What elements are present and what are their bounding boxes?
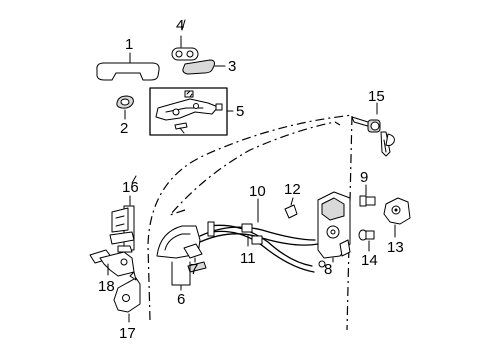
- callout-1: 1: [125, 36, 133, 53]
- callout-16: 16: [122, 179, 139, 196]
- callout-15: 15: [368, 88, 385, 105]
- part-door-hinge-lower: [113, 271, 141, 323]
- part-lock-cylinder-keys: [351, 102, 395, 157]
- callout-17: 17: [119, 325, 136, 342]
- part-cable-clip: [284, 197, 298, 219]
- part-handle-pad: [182, 59, 226, 75]
- callout-7: 7: [190, 261, 198, 278]
- part-handle-cap: [116, 95, 134, 120]
- callout-14: 14: [361, 252, 378, 269]
- callout-13: 13: [387, 239, 404, 256]
- callout-8: 8: [324, 261, 332, 278]
- callout-18: 18: [98, 278, 115, 295]
- callout-labels: 1 2 3 4 5 6 7 8 9 10 11 12 13 14 15 16 1…: [98, 17, 404, 342]
- part-door-lock-assembly: [317, 191, 351, 263]
- part-door-check: [109, 195, 135, 251]
- callout-5: 5: [236, 103, 244, 120]
- callout-11: 11: [240, 250, 256, 267]
- part-inside-handle: [156, 225, 207, 291]
- callout-2: 2: [120, 120, 128, 137]
- door-outline: [147, 114, 353, 331]
- callout-4: 4: [176, 17, 184, 34]
- part-door-hinge-upper: [89, 245, 135, 277]
- part-bolt-9: [359, 184, 376, 207]
- callout-12: 12: [284, 181, 301, 198]
- part-outside-handle: [96, 52, 160, 81]
- part-cylinder-bezel: [171, 35, 199, 61]
- callout-6: 6: [177, 291, 185, 308]
- leader-lines: [131, 19, 186, 184]
- part-screw-14: [358, 229, 375, 252]
- part-cables: [199, 198, 326, 273]
- part-handle-frame-box: [149, 87, 234, 136]
- callout-10: 10: [249, 183, 266, 200]
- part-striker: [383, 197, 411, 238]
- callout-9: 9: [360, 169, 368, 186]
- callout-3: 3: [228, 58, 236, 75]
